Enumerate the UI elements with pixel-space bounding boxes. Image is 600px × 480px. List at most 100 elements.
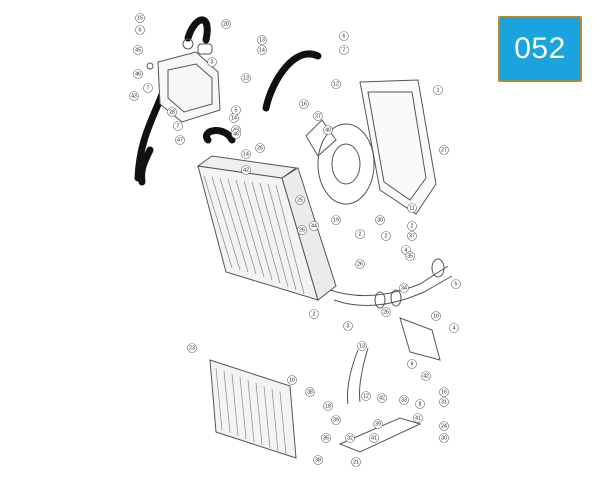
callout-number: 24 (441, 423, 447, 429)
callout-number: 23 (189, 345, 195, 351)
callout-number: 10 (433, 313, 439, 319)
callout-number: 20 (223, 21, 229, 27)
callout-number: 14 (231, 115, 237, 121)
callout-number: 26 (257, 145, 263, 151)
callout-circle (339, 45, 349, 55)
callout-number: 5 (235, 107, 238, 113)
callout-circle (135, 25, 145, 35)
callout-circle (175, 135, 185, 145)
callout-number: 45 (135, 47, 141, 53)
callout-circle (321, 433, 331, 443)
callout-circle (129, 91, 139, 101)
callout-circle (241, 73, 251, 83)
callout-circle (331, 415, 341, 425)
callout-circle (439, 421, 449, 431)
callout-circle (355, 259, 365, 269)
callout-circle (133, 69, 143, 79)
callout-number: 41 (371, 435, 377, 441)
callout-circle (167, 107, 177, 117)
callout-circle (133, 45, 143, 55)
callout-circle (399, 395, 409, 405)
callout-number: 34 (401, 285, 407, 291)
callout-circle (357, 341, 367, 351)
callout-number: 2 (359, 231, 362, 237)
callout-number: 35 (407, 253, 413, 259)
callout-number: 14 (243, 151, 249, 157)
callout-circle (241, 165, 251, 175)
callout-number: 16 (441, 389, 447, 395)
callout-circle (287, 375, 297, 385)
callout-circle (375, 215, 385, 225)
callout-circle (407, 359, 417, 369)
callout-circle (313, 111, 323, 121)
callout-circle (297, 225, 307, 235)
callout-number: 2 (411, 223, 414, 229)
callout-circle (313, 455, 323, 465)
callout-number: 8 (419, 401, 422, 407)
callout-number: 30 (377, 217, 383, 223)
callout-circle (439, 433, 449, 443)
callout-circle (407, 203, 417, 213)
callout-circle (299, 99, 309, 109)
callout-number: 42 (423, 373, 429, 379)
callout-circle (221, 19, 231, 29)
callout-circle (309, 221, 319, 231)
callout-number: 27 (315, 113, 321, 119)
callout-number: 26 (299, 227, 305, 233)
callout-number: 1 (437, 87, 440, 93)
overflow-hose (184, 16, 211, 44)
callout-number: 7 (177, 123, 180, 129)
callout-number: 5 (455, 281, 458, 287)
callout-number: 13 (243, 75, 249, 81)
filler-hose (202, 127, 236, 144)
callout-circle (309, 309, 319, 319)
callout-circle (421, 371, 431, 381)
callout-circle (433, 85, 443, 95)
callout-number: 44 (311, 223, 317, 229)
callout-number: 11 (409, 205, 414, 211)
callout-number: 9 (411, 361, 414, 367)
callout-circle (207, 57, 217, 67)
callout-circle (173, 121, 183, 131)
callout-circle (439, 145, 449, 155)
callout-circle (369, 433, 379, 443)
callout-number: 47 (177, 137, 183, 143)
callout-circle (257, 35, 267, 45)
callout-circle (135, 13, 145, 23)
callout-circle (381, 231, 391, 241)
callout-number: 36 (323, 435, 329, 441)
radiator-fins (203, 175, 305, 295)
callout-circle (377, 393, 387, 403)
callout-circle (439, 387, 449, 397)
callout-circle (339, 31, 349, 41)
callout-number: 38 (315, 457, 321, 463)
callout-number: 38 (307, 389, 313, 395)
expansion-tank (146, 38, 221, 123)
callout-circle (255, 143, 265, 153)
callout-circle (413, 413, 423, 423)
callout-circle (229, 113, 239, 123)
main-radiator (196, 155, 337, 301)
callout-number: 6 (139, 27, 142, 33)
callout-circle (323, 125, 333, 135)
callout-number: 30 (441, 435, 447, 441)
callout-number: 12 (333, 81, 339, 87)
mounting-bracket (338, 317, 441, 453)
fan-shroud (305, 79, 437, 215)
callout-number: 42 (243, 167, 249, 173)
callout-number: 31 (441, 399, 447, 405)
upper-hose-left (138, 146, 154, 186)
callout-circle (431, 311, 441, 321)
callout-number: 26 (383, 309, 389, 315)
callout-number: 27 (441, 147, 447, 153)
callout-number: 39 (375, 421, 381, 427)
callout-number: 2 (385, 233, 388, 239)
callout-number: 16 (301, 101, 307, 107)
callout-circle (331, 215, 341, 225)
callout-labels: 1564546437201314133514422746287472614421… (129, 13, 461, 467)
callout-number: 21 (353, 459, 359, 465)
callout-number: 13 (359, 343, 365, 349)
callout-circle (361, 391, 371, 401)
callout-circle (355, 229, 365, 239)
